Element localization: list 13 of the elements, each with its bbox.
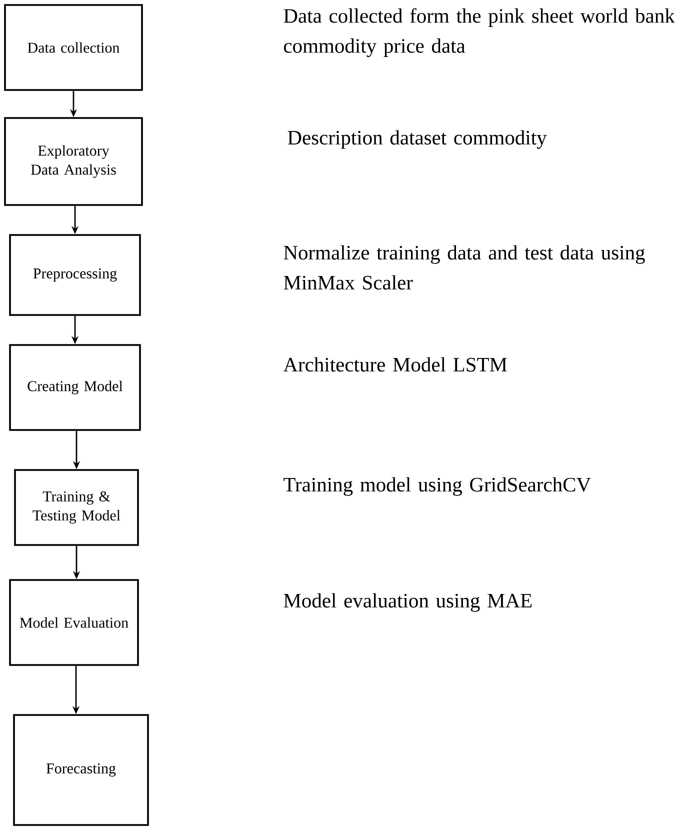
- process-box: Training & Testing Model: [14, 469, 139, 546]
- side-note: Training model using GridSearchCV: [284, 477, 591, 496]
- process-box: Forecasting: [13, 714, 149, 826]
- process-box: Model Evaluation: [9, 579, 139, 666]
- side-note: Data collected form the pink sheet world bank commodity price data: [284, 8, 675, 58]
- process-box: Preprocessing: [9, 234, 141, 316]
- side-note: Model evaluation using MAE: [284, 593, 532, 612]
- side-note: Normalize training data and test data using MinMax Scaler: [284, 245, 645, 290]
- process-box: Data collection: [4, 4, 143, 91]
- side-note: Description dataset commodity: [288, 130, 547, 149]
- side-note: Architecture Model LSTM: [283, 357, 507, 372]
- process-box: Exploratory Data Analysis: [4, 117, 143, 206]
- process-box: Creating Model: [9, 344, 141, 431]
